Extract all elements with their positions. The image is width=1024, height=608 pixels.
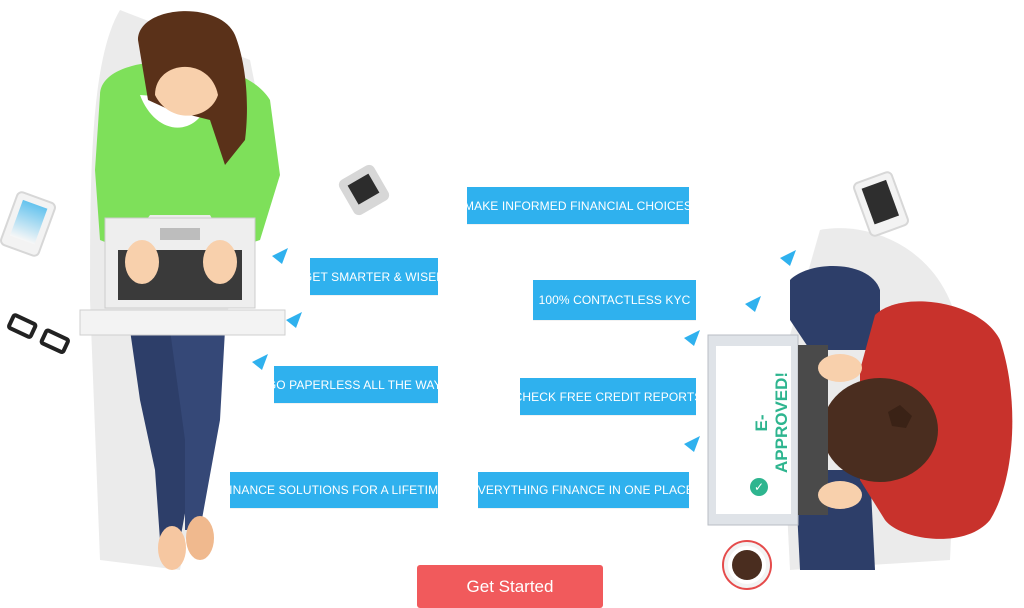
feature-tag-contactless-kyc: 100% CONTACTLESS KYC — [533, 280, 696, 320]
checkmark-icon: ✓ — [750, 478, 768, 496]
laptop-screen-approval-text: E-APPROVED! — [752, 371, 791, 473]
paper-plane-icon — [745, 296, 761, 312]
paper-plane-icon — [684, 436, 700, 452]
paper-plane-icon — [272, 248, 288, 264]
smartwatch-icon — [336, 162, 392, 218]
coffee-cup-icon — [724, 542, 770, 588]
get-started-button[interactable]: Get Started — [417, 565, 603, 608]
phone-icon — [0, 189, 58, 259]
paper-plane-icon — [286, 312, 302, 328]
woman-with-laptop-illustration — [79, 10, 286, 570]
paper-plane-icon — [684, 330, 700, 346]
feature-tag-informed-choices: MAKE INFORMED FINANCIAL CHOICES — [464, 187, 692, 224]
paper-plane-icon — [252, 354, 268, 370]
paper-plane-icon — [780, 250, 796, 266]
man-with-laptop-illustration — [707, 228, 1013, 570]
feature-tag-credit-reports: CHECK FREE CREDIT REPORTS — [514, 378, 702, 415]
feature-tag-smarter-wiser: GET SMARTER & WISER — [303, 258, 445, 295]
feature-tag-paperless: GO PAPERLESS ALL THE WAY! — [267, 366, 445, 403]
feature-tag-everything-finance: EVERYTHING FINANCE IN ONE PLACE! — [470, 472, 697, 508]
feature-tag-lifetime-solutions: FINANCE SOLUTIONS FOR A LIFETIME — [222, 472, 446, 508]
